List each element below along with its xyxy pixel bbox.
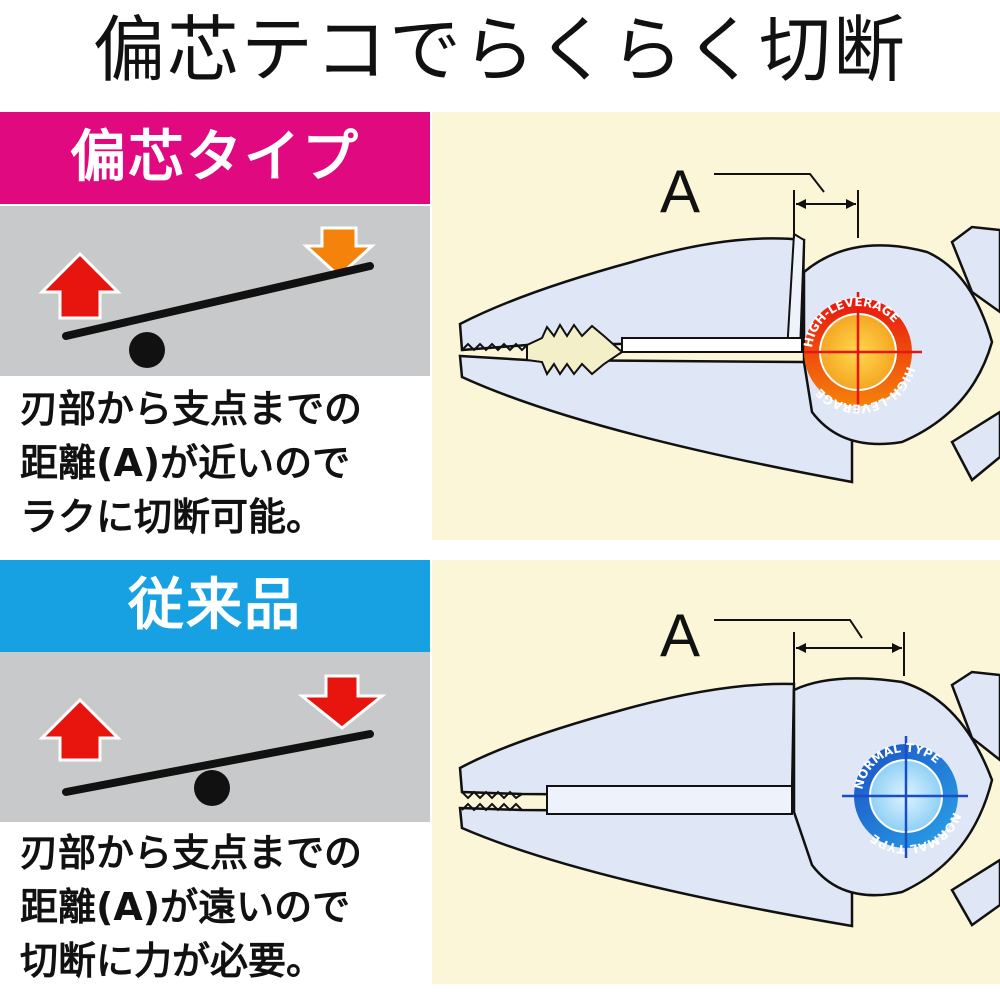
- plier-diagram-eccentric: A HIGH-LEVERAGE HIGH-LEVERAGE: [432, 112, 1000, 540]
- section-header-eccentric: 偏芯タイプ: [0, 112, 430, 204]
- dimension-label: A: [660, 602, 700, 669]
- description-line: 距離(A)が遠いので: [20, 885, 351, 929]
- dimension-leader: [714, 173, 825, 193]
- description-eccentric: 刃部から支点までの 距離(A)が近いので ラクに切断可能。: [20, 382, 425, 544]
- description-line: 切断に力が必要。: [20, 939, 325, 983]
- lower-handle: [950, 858, 1000, 927]
- fulcrum-dot: [194, 770, 230, 806]
- normal-type-badge-icon: NORMAL TYPE NORMAL TYPE: [842, 736, 968, 858]
- rivet-slot: [526, 323, 624, 377]
- description-line: 刃部から支点までの: [20, 831, 363, 875]
- handle-slot: [546, 785, 793, 815]
- lever-bar: [62, 262, 374, 340]
- page-title: 偏芯テコでらくらく切断: [92, 8, 907, 92]
- lower-handle: [950, 410, 1000, 482]
- upper-handle: [950, 670, 1000, 762]
- description-normal: 刃部から支点までの 距離(A)が遠いので 切断に力が必要。: [20, 826, 425, 988]
- plier-diagram-normal: A NORMAL TYPE NORMAL TYPE: [432, 560, 1000, 984]
- up-arrow-icon: [38, 251, 122, 320]
- serrated-teeth-lower: [461, 802, 523, 812]
- upper-handle: [950, 225, 1000, 314]
- handle-slot: [621, 337, 803, 353]
- lever-illustration-eccentric: [0, 206, 430, 376]
- up-arrow-icon: [38, 697, 122, 762]
- lower-jaw: [458, 806, 854, 928]
- description-line: 距離(A)が近いので: [20, 441, 351, 485]
- dimension-leader: [714, 619, 863, 639]
- description-line: 刃部から支点までの: [20, 387, 363, 431]
- lever-bar: [62, 730, 374, 796]
- upper-jaw: [458, 682, 796, 798]
- lower-jaw: [458, 354, 854, 484]
- lever-illustration-normal: [0, 652, 430, 822]
- upper-jaw: [458, 237, 806, 352]
- down-arrow-icon: [297, 674, 387, 730]
- description-line: ラクに切断可能。: [20, 495, 325, 539]
- fulcrum-dot: [129, 332, 165, 368]
- serrated-teeth: [461, 790, 523, 800]
- section-header-normal: 従来品: [0, 560, 430, 652]
- serrated-teeth: [461, 342, 528, 352]
- down-arrow-icon: [302, 226, 376, 279]
- dimension-label: A: [660, 158, 700, 225]
